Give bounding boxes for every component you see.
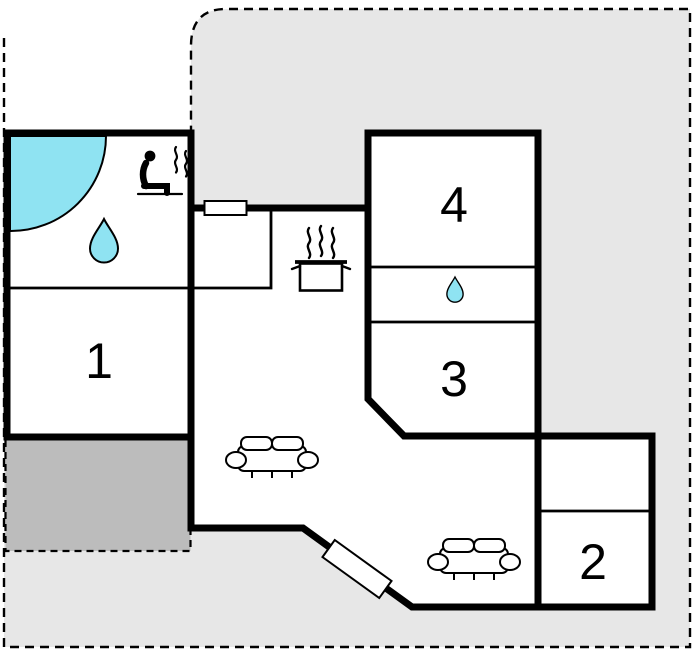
pot-handle-left [290, 264, 302, 271]
shower-person-legs [141, 183, 170, 196]
sofa-back-cushion [271, 436, 304, 451]
pot-body [298, 262, 344, 292]
sofa-arm [225, 451, 247, 469]
room-4-label: 4 [440, 177, 468, 233]
terrace [4, 435, 192, 553]
exterior-walls [3, 129, 656, 611]
sofa-back-cushion [240, 436, 273, 451]
corner-bathtub-icon [9, 135, 108, 233]
pot-handle-right [340, 264, 352, 271]
shower-person-head [144, 150, 156, 162]
shower-icon [136, 145, 189, 196]
sofa-icon-living [225, 436, 319, 478]
room-2-label: 2 [579, 534, 607, 590]
interior-walls [187, 208, 542, 607]
partition-lines [7, 208, 652, 513]
door-marker [321, 538, 393, 600]
shower-person-body [139, 159, 150, 190]
room-3-label: 3 [440, 351, 468, 407]
room-1-label: 1 [85, 333, 113, 389]
door-marker-rect [321, 538, 393, 600]
building-floor [7, 133, 652, 607]
window-marker [203, 200, 248, 216]
stove-pot-icon [290, 224, 352, 292]
plot-boundary-dashed [2, 7, 692, 649]
sofa-arm [297, 451, 319, 469]
